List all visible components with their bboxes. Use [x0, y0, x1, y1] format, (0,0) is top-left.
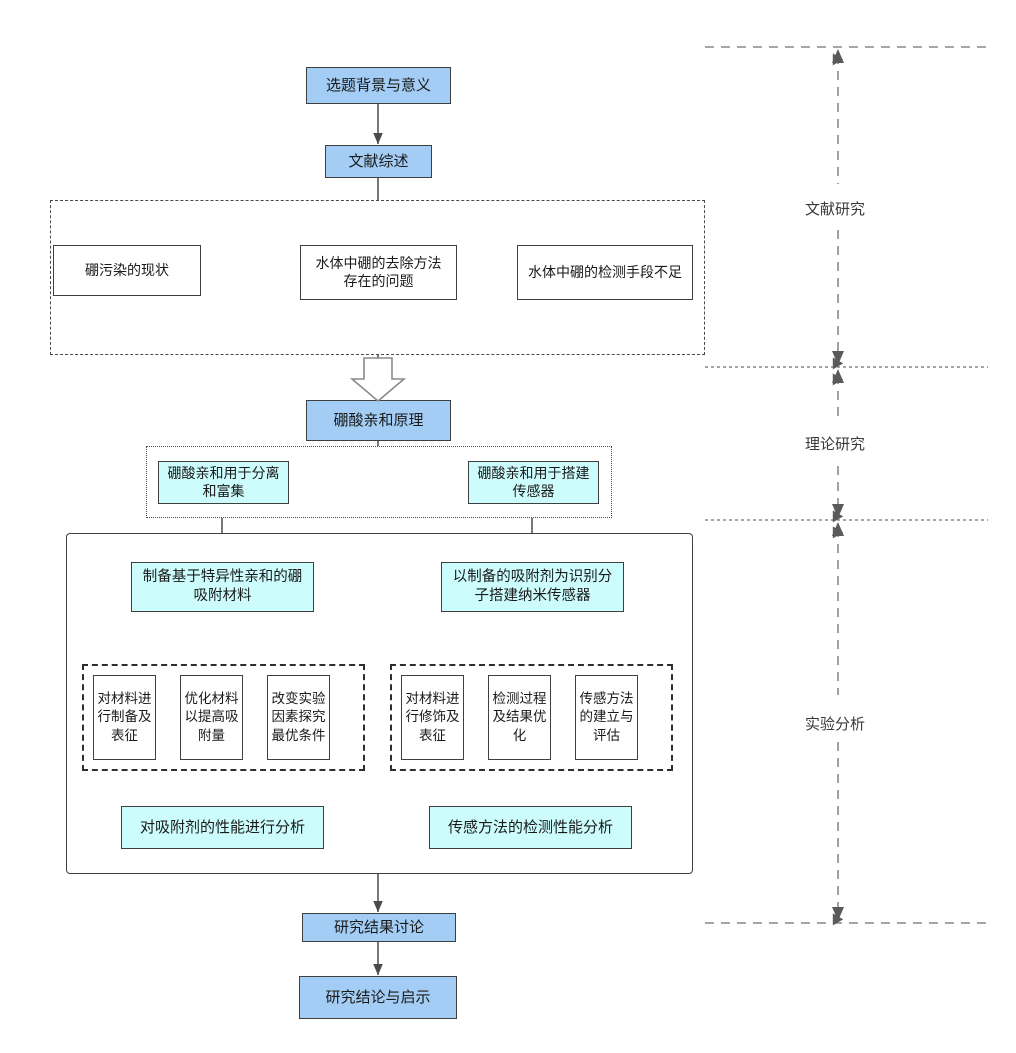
node-removal-method-problems[interactable]: 水体中硼的去除方法存在的问题: [300, 245, 457, 300]
stage-label-experiment: 实验分析: [805, 716, 866, 733]
node-affinity-sensor-construction[interactable]: 硼酸亲和用于搭建传感器: [468, 461, 599, 504]
node-background[interactable]: 选题背景与意义: [306, 67, 451, 104]
node-right-substep-3[interactable]: 传感方法的建立与评估: [575, 675, 638, 760]
node-adsorbent-performance-analysis[interactable]: 对吸附剂的性能进行分析: [121, 806, 324, 849]
node-boronic-acid-affinity-principle[interactable]: 硼酸亲和原理: [306, 400, 451, 441]
node-right-substep-1[interactable]: 对材料进行修饰及表征: [401, 675, 464, 760]
node-results-discussion[interactable]: 研究结果讨论: [302, 913, 456, 942]
node-detection-method-insufficient[interactable]: 水体中硼的检测手段不足: [517, 245, 693, 300]
node-literature-review[interactable]: 文献综述: [325, 145, 432, 178]
node-prepare-boron-adsorbent-material[interactable]: 制备基于特异性亲和的硼吸附材料: [131, 562, 314, 612]
experiment-left-substep-group: [82, 664, 365, 771]
node-affinity-separation-enrichment[interactable]: 硼酸亲和用于分离和富集: [158, 461, 289, 504]
stage-label-theory: 理论研究: [805, 436, 866, 453]
experiment-right-substep-group: [390, 664, 673, 771]
node-boron-pollution-status[interactable]: 硼污染的现状: [53, 245, 201, 296]
node-right-substep-2[interactable]: 检测过程及结果优化: [488, 675, 551, 760]
node-conclusion-implications[interactable]: 研究结论与启示: [299, 976, 457, 1019]
node-left-substep-3[interactable]: 改变实验因素探究最优条件: [267, 675, 330, 760]
stage-label-literature: 文献研究: [805, 201, 866, 218]
node-left-substep-2[interactable]: 优化材料以提高吸附量: [180, 675, 243, 760]
node-left-substep-1[interactable]: 对材料进行制备及表征: [93, 675, 156, 760]
node-build-nano-sensor[interactable]: 以制备的吸附剂为识别分子搭建纳米传感器: [441, 562, 624, 612]
node-sensing-performance-analysis[interactable]: 传感方法的检测性能分析: [429, 806, 632, 849]
